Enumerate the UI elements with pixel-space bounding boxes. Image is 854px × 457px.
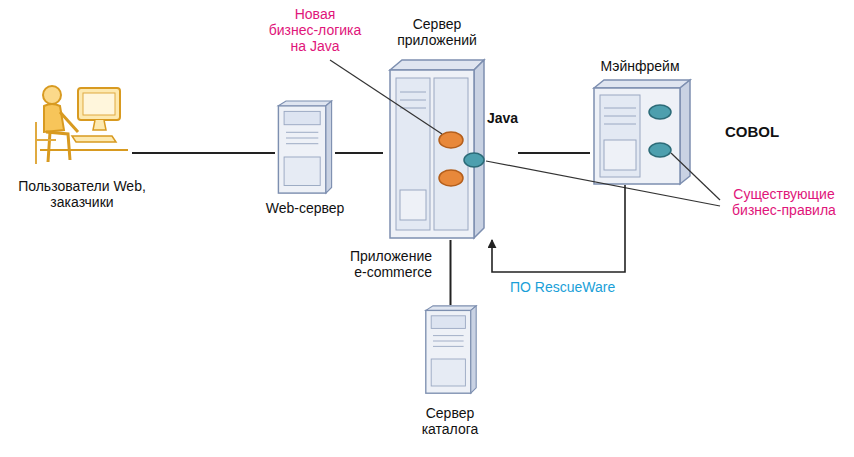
server-node: Пользователи Web, заказчики [30, 70, 132, 170]
mainframe-icon [604, 140, 636, 170]
node-caption: Сервер каталога [400, 405, 500, 437]
server-icon [396, 78, 430, 230]
server-icon [426, 306, 476, 393]
network-link [132, 152, 275, 154]
mainframe-icon [604, 108, 636, 109]
logic-oval [439, 132, 463, 148]
callout-note: Новая бизнес-логика на Java [263, 6, 367, 54]
mainframe-icon [594, 80, 690, 88]
rule-oval [649, 143, 671, 157]
rule-oval [464, 153, 484, 167]
node-caption: Web-сервер [245, 200, 365, 216]
network-link [335, 152, 383, 154]
server-node: Сервер каталога [421, 305, 479, 395]
mainframe-icon [594, 80, 690, 184]
server-icon [400, 190, 426, 220]
leader-line [671, 153, 720, 200]
server-node: Сервер приложенийJava [383, 60, 518, 240]
network-link [518, 152, 590, 154]
leader-line [330, 60, 720, 206]
leader-line [330, 60, 442, 134]
network-link [450, 240, 452, 305]
user-icon [60, 112, 78, 132]
user-icon [36, 86, 128, 164]
user-icon [40, 149, 128, 151]
mainframe-icon [680, 80, 690, 184]
mainframe-icon [604, 116, 636, 117]
node-caption: Пользователи Web, заказчики [7, 178, 157, 210]
migration-arrow [492, 185, 625, 272]
server-icon [390, 60, 484, 70]
user-icon [46, 132, 70, 162]
user-icon [44, 104, 64, 132]
edge-label: Приложение e-commerce [330, 248, 434, 280]
user-icon [93, 120, 106, 130]
mainframe-icon [604, 124, 636, 125]
language-tag: COBOL [725, 124, 785, 140]
user-icon [43, 86, 61, 104]
server-icon [278, 101, 331, 193]
server-icon [400, 92, 426, 93]
edge-label: ПО RescueWare [508, 279, 642, 295]
user-icon [78, 88, 120, 120]
server-icon [474, 60, 484, 238]
server-node: МэйнфреймCOBOL [590, 80, 790, 185]
server-icon [390, 70, 474, 238]
callout-note: Существующие бизнес-правила [722, 186, 846, 218]
user-icon [72, 136, 116, 142]
rule-oval [649, 105, 671, 119]
node-caption: Мэйнфрейм [585, 58, 695, 74]
server-icon [434, 78, 468, 230]
user-icon [36, 122, 56, 164]
mainframe-icon [600, 95, 640, 177]
language-tag: Java [487, 110, 517, 126]
mainframe-icon [594, 88, 680, 184]
logic-oval [439, 170, 463, 186]
node-caption: Сервер приложений [382, 16, 492, 48]
server-icon [400, 100, 426, 101]
user-icon [83, 93, 115, 115]
server-icon [390, 60, 484, 238]
server-node: Web-сервер [275, 100, 335, 195]
leader-line [486, 161, 720, 206]
